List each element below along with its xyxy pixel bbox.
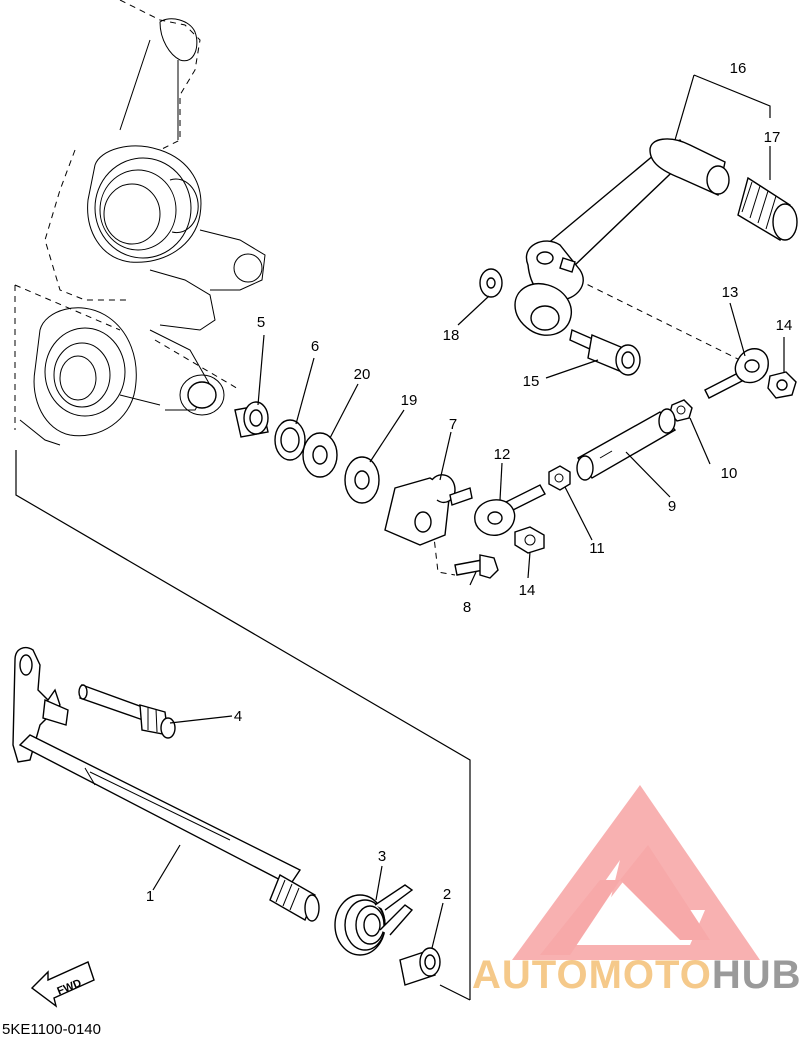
part-14-nut-left bbox=[514, 526, 545, 554]
callout-3: 3 bbox=[378, 848, 386, 865]
callout-17: 17 bbox=[764, 129, 781, 146]
callout-7: 7 bbox=[449, 416, 457, 433]
callout-18: 18 bbox=[443, 327, 460, 344]
fwd-direction-arrow bbox=[30, 961, 95, 1008]
callout-labels: 5 6 20 19 7 8 9 10 11 12 13 14 14 15 16 … bbox=[146, 60, 793, 905]
callout-8: 8 bbox=[463, 599, 471, 616]
part-13-rod-end bbox=[704, 348, 769, 399]
part-8-bolt bbox=[454, 554, 499, 579]
callout-12: 12 bbox=[494, 446, 511, 463]
leader-lines bbox=[152, 74, 785, 949]
callout-16: 16 bbox=[730, 60, 747, 77]
part-7-shift-arm bbox=[384, 474, 473, 546]
part-4-stopper-bolt bbox=[78, 684, 176, 739]
callout-19: 19 bbox=[401, 392, 418, 409]
callout-4: 4 bbox=[234, 708, 242, 725]
callout-10: 10 bbox=[721, 465, 738, 482]
part-9-shift-rod bbox=[576, 408, 677, 481]
watermark-logo bbox=[512, 785, 760, 960]
callout-6: 6 bbox=[311, 338, 319, 355]
assembly-boundary-lines bbox=[15, 269, 741, 1001]
part-11-nut bbox=[548, 465, 571, 491]
callout-14-lower: 14 bbox=[519, 582, 536, 599]
part-16-shift-pedal bbox=[514, 138, 730, 336]
callout-20: 20 bbox=[354, 366, 371, 383]
part-1-shift-shaft bbox=[12, 647, 320, 922]
part-14-nut-right bbox=[767, 371, 797, 399]
part-18-washer bbox=[479, 268, 503, 298]
part-12-rod-end bbox=[474, 484, 546, 536]
part-3-torsion-spring bbox=[334, 884, 414, 956]
diagram-code: 5KE1100-0140 bbox=[2, 1021, 101, 1038]
part-15-pivot-bolt bbox=[569, 329, 641, 376]
callout-9: 9 bbox=[668, 498, 676, 515]
part-17-pedal-rubber bbox=[737, 176, 798, 242]
part-6-oil-seal bbox=[274, 419, 306, 461]
engine-case bbox=[14, 0, 266, 446]
part-5-bushing bbox=[234, 401, 269, 438]
callout-11: 11 bbox=[589, 540, 605, 557]
part-2-collar bbox=[399, 947, 441, 986]
part-19-washer bbox=[344, 456, 380, 504]
callout-13: 13 bbox=[722, 284, 739, 301]
callout-15: 15 bbox=[523, 373, 540, 390]
watermark-text-main: AUTOMOTOHUB bbox=[472, 953, 800, 997]
callout-14-upper: 14 bbox=[776, 317, 793, 334]
callout-5: 5 bbox=[257, 314, 265, 331]
callout-1: 1 bbox=[146, 888, 154, 905]
part-20-washer bbox=[302, 432, 338, 478]
callout-2: 2 bbox=[443, 886, 451, 903]
